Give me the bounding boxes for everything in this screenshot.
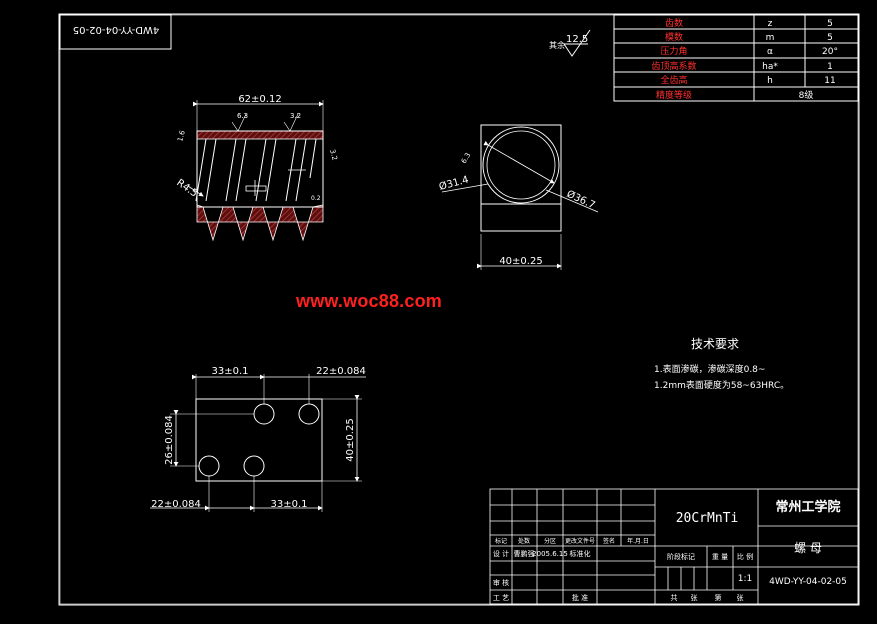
param-value: 11 (824, 76, 835, 86)
weight-label: 重 量 (712, 553, 728, 561)
sheet-label: 张 (691, 593, 698, 602)
param-name: 齿数 (665, 17, 683, 29)
title-block (489, 488, 859, 605)
tech-line-1: 1.表面渗碳，渗碳深度0.8~ (654, 363, 765, 375)
bottom-bot-dim-left: 22±0.084 (151, 499, 201, 510)
param-symbol: α (767, 47, 773, 57)
bottom-top-dim-right: 22±0.084 (316, 366, 366, 377)
design-label: 设 计 (493, 549, 509, 558)
side-view: Ø31.4 Ø36.7 6.3 40±0.25 (438, 124, 599, 270)
revision-header: 年.月.日 (627, 537, 649, 545)
front-label-d: 3.2 (328, 148, 339, 161)
front-label-b: 6.3 (237, 112, 248, 120)
title-block-text: 20CrMnTi 常州工学院 螺 母 4WD-YY-04-02-05 1:1 标… (493, 499, 847, 602)
param-symbol: ha* (762, 62, 778, 72)
drawing-frame (58, 13, 860, 606)
tech-line-2: 1.2mm表面硬度为58~63HRC。 (654, 379, 789, 391)
side-dia-large: Ø36.7 (565, 188, 597, 212)
param-name: 全齿高 (660, 74, 687, 86)
sheet-label: 共 (671, 593, 678, 602)
process-label: 工 艺 (493, 594, 509, 602)
bottom-top-dim-left: 33±0.1 (211, 366, 248, 377)
sheet-label: 张 (737, 593, 744, 602)
std-label: 标准化 (570, 549, 591, 558)
bottom-right-dim: 40±0.25 (345, 418, 356, 461)
param-name: 齿顶高系数 (651, 60, 696, 72)
param-value: 5 (827, 33, 833, 43)
revision-header: 处数 (518, 537, 530, 545)
roughness-prefix: 其余 (549, 40, 565, 50)
param-symbol: m (766, 33, 775, 43)
roughness-value: 12.5 (566, 34, 588, 45)
param-name: 模数 (665, 31, 683, 43)
param-name: 压力角 (660, 45, 687, 57)
param-value: 1 (827, 62, 833, 72)
precision-value: 8级 (799, 89, 814, 101)
inner-frame (59, 14, 859, 605)
revision-header: 签名 (603, 537, 615, 545)
bottom-bot-dim-right: 33±0.1 (270, 499, 307, 510)
tech-title: 技术要求 (691, 337, 739, 351)
revision-header: 分区 (544, 537, 556, 545)
bottom-left-dim: 26±0.084 (164, 415, 175, 465)
stage-label: 阶段标记 (667, 552, 695, 561)
front-width-dim: 62±0.12 (238, 94, 281, 105)
sheet-label: 第 (715, 593, 722, 602)
drawing-number: 4WD-YY-04-02-05 (769, 577, 847, 587)
design-date: 2005.6.15 (532, 550, 568, 558)
front-label-e: 0.2 (311, 195, 321, 202)
front-label-c: 3.2 (290, 112, 301, 120)
param-symbol: z (768, 19, 773, 29)
material-text: 20CrMnTi (676, 511, 739, 526)
side-width-dim: 40±0.25 (499, 256, 542, 267)
watermark-url: www.woc88.com (296, 291, 442, 311)
stamp-box: 4WD-YY-04-02-05 (59, 14, 172, 50)
param-symbol: h (767, 76, 773, 86)
revision-header: 标记 (495, 537, 507, 545)
precision-label: 精度等级 (656, 89, 692, 101)
stamp-text: 4WD-YY-04-02-05 (73, 24, 159, 35)
side-small-label: 6.3 (460, 151, 472, 165)
part-name: 螺 母 (794, 541, 822, 555)
gear-parameter-table: 齿数 z 5 模数 m 5 压力角 α 20° 齿顶高系数 ha* 1 全齿高 h 11 精度等级 8级 (613, 14, 859, 102)
scale-value: 1:1 (738, 574, 752, 584)
roughness-symbol: 其余 12.5 (549, 29, 591, 57)
school-name: 常州工学院 (775, 499, 840, 515)
revision-header: 更改文件号 (565, 537, 595, 545)
front-label-a: 1.6 (176, 129, 187, 142)
designer-name: 曹鹏强 (514, 549, 535, 558)
front-radius: R4.5 (174, 177, 199, 199)
tech-requirements: 技术要求 1.表面渗碳，渗碳深度0.8~ 1.2mm表面硬度为58~63HRC。 (654, 337, 789, 391)
param-value: 5 (827, 19, 833, 29)
review-label: 审 核 (493, 578, 509, 587)
scale-label: 比 例 (737, 552, 753, 561)
bottom-view: 33±0.1 22±0.084 26±0.084 40±0.25 22±0.08… (150, 366, 366, 512)
param-value: 20° (822, 47, 838, 57)
approve-label: 批 准 (572, 593, 588, 602)
front-view: 62±0.12 1.6 6.3 3.2 3.2 0.2 R4.5 (174, 94, 339, 242)
